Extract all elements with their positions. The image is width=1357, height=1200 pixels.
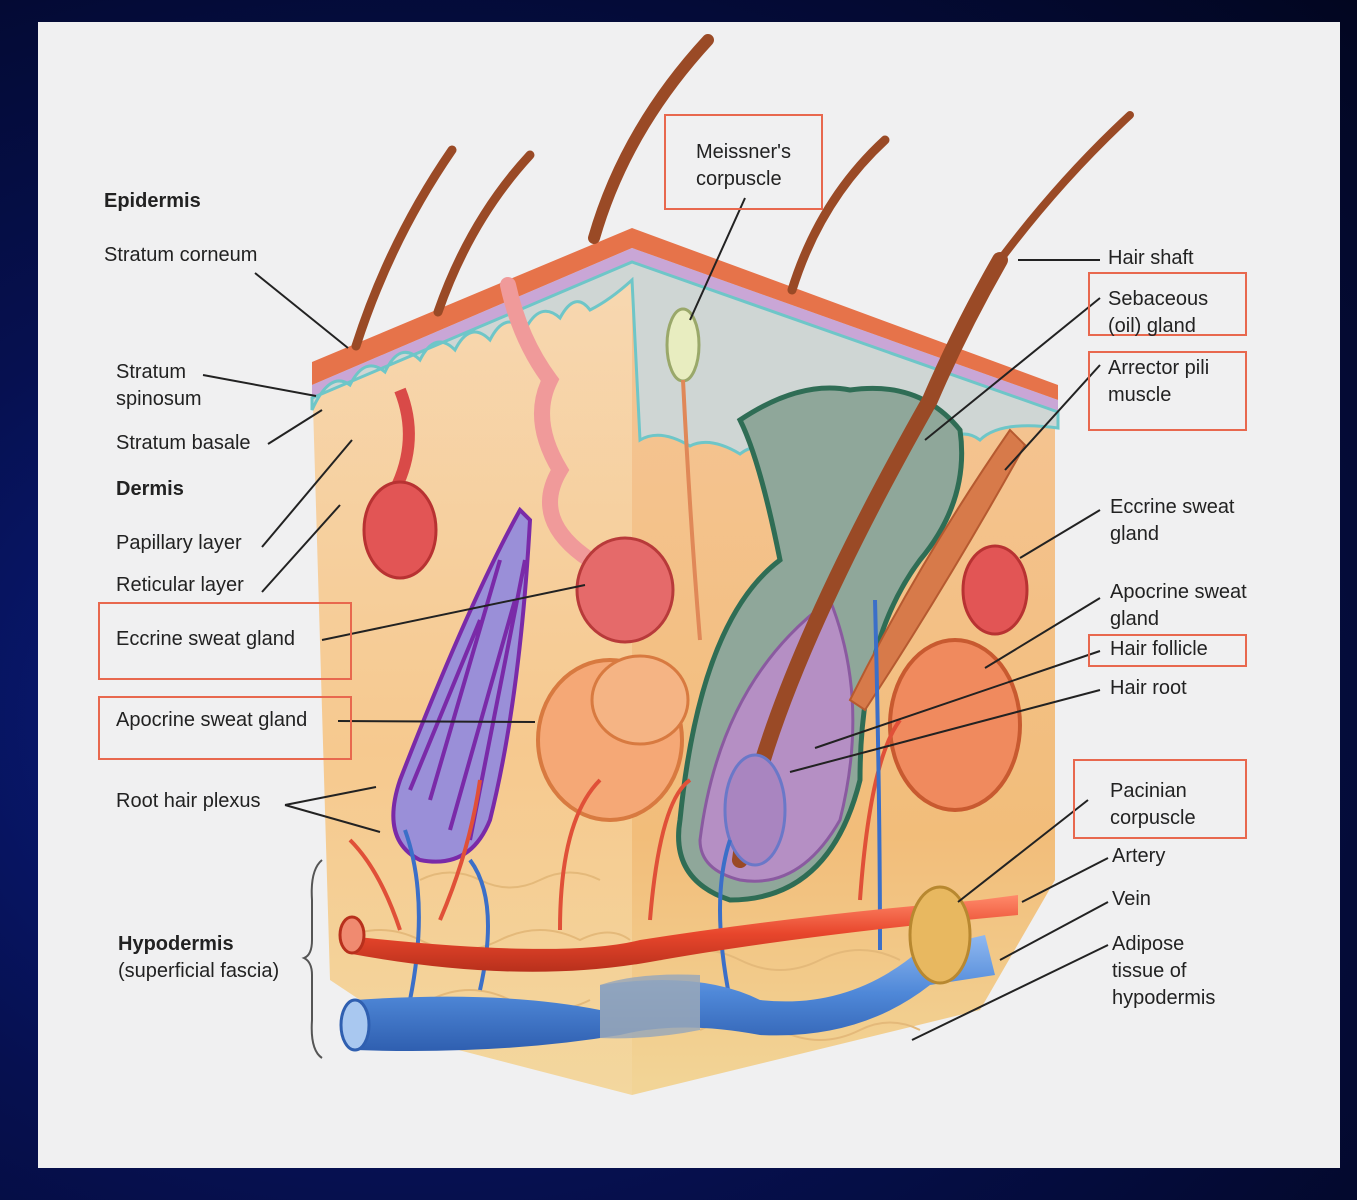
eccrine-gland-right-shape <box>961 544 1029 636</box>
eccrine-gland-center-shape <box>500 277 675 644</box>
highlight-box-apocrine-left <box>98 696 352 760</box>
vein-shape <box>339 935 995 1052</box>
label-eccrine-sweat-gland-left: Eccrine sweat gland <box>116 628 295 650</box>
label-dermis: Dermis <box>116 478 184 500</box>
label-stratum-spinosum-line2: spinosum <box>116 388 202 410</box>
label-artery: Artery <box>1112 845 1166 867</box>
highlight-box-arrector <box>1088 351 1247 431</box>
meissners-corpuscle-shape <box>665 307 701 383</box>
label-hair-root: Hair root <box>1110 677 1187 699</box>
hair-follicle-structure <box>676 111 1134 903</box>
label-sebaceous-line1: Sebaceous <box>1108 288 1209 310</box>
label-stratum-basale: Stratum basale <box>116 432 251 454</box>
label-adipose-line2: tissue of <box>1112 960 1187 982</box>
capillaries <box>348 718 902 931</box>
apocrine-gland-right-shape <box>888 638 1022 812</box>
eccrine-gland-left-shape <box>362 387 438 580</box>
label-superficial-fascia: (superficial fascia) <box>118 960 280 982</box>
label-apocrine-right-line1: Apocrine sweat <box>1110 581 1247 603</box>
label-reticular-layer: Reticular layer <box>116 574 244 596</box>
label-papillary-layer: Papillary layer <box>116 532 242 554</box>
label-meissner-line1: Meissner's <box>696 141 791 163</box>
artery-shape <box>338 895 1018 972</box>
label-sebaceous-line2: (oil) gland <box>1108 315 1196 337</box>
label-root-hair-plexus: Root hair plexus <box>116 790 261 812</box>
label-hair-shaft: Hair shaft <box>1108 247 1194 269</box>
label-meissner-line2: corpuscle <box>696 168 782 190</box>
label-eccrine-right-line2: gland <box>1110 523 1159 545</box>
label-eccrine-right-line1: Eccrine sweat <box>1110 496 1235 518</box>
highlight-box-meissner <box>664 114 823 210</box>
label-stratum-spinosum-line1: Stratum <box>116 361 187 383</box>
root-hair-plexus-shape <box>391 506 533 864</box>
label-hair-follicle: Hair follicle <box>1110 638 1208 660</box>
label-pacinian-line1: Pacinian <box>1110 780 1187 802</box>
label-apocrine-sweat-gland-left: Apocrine sweat gland <box>116 709 308 731</box>
highlight-box-pacinian <box>1073 759 1247 839</box>
label-epidermis: Epidermis <box>104 190 201 212</box>
label-arrector-line2: muscle <box>1108 384 1172 406</box>
label-apocrine-right-line2: gland <box>1110 608 1159 630</box>
highlight-box-hair-follicle <box>1088 634 1247 667</box>
label-stratum-corneum: Stratum corneum <box>104 244 258 266</box>
label-adipose-line1: Adipose <box>1112 933 1185 955</box>
hairs <box>351 34 890 351</box>
label-adipose-line3: hypodermis <box>1112 987 1216 1009</box>
hypodermis-bracket <box>301 859 323 1059</box>
label-pacinian-line2: corpuscle <box>1110 807 1196 829</box>
apocrine-gland-center-shape <box>536 654 690 822</box>
leader-lines <box>202 197 1109 1041</box>
label-arrector-line1: Arrector pili <box>1108 357 1210 379</box>
arrector-pili-muscle-shape <box>848 428 1027 712</box>
label-vein: Vein <box>1112 888 1151 910</box>
pacinian-corpuscle-shape <box>908 885 972 985</box>
highlight-box-sebaceous <box>1088 272 1247 336</box>
highlight-box-eccrine-left <box>98 602 352 680</box>
label-hypodermis: Hypodermis <box>118 933 234 955</box>
